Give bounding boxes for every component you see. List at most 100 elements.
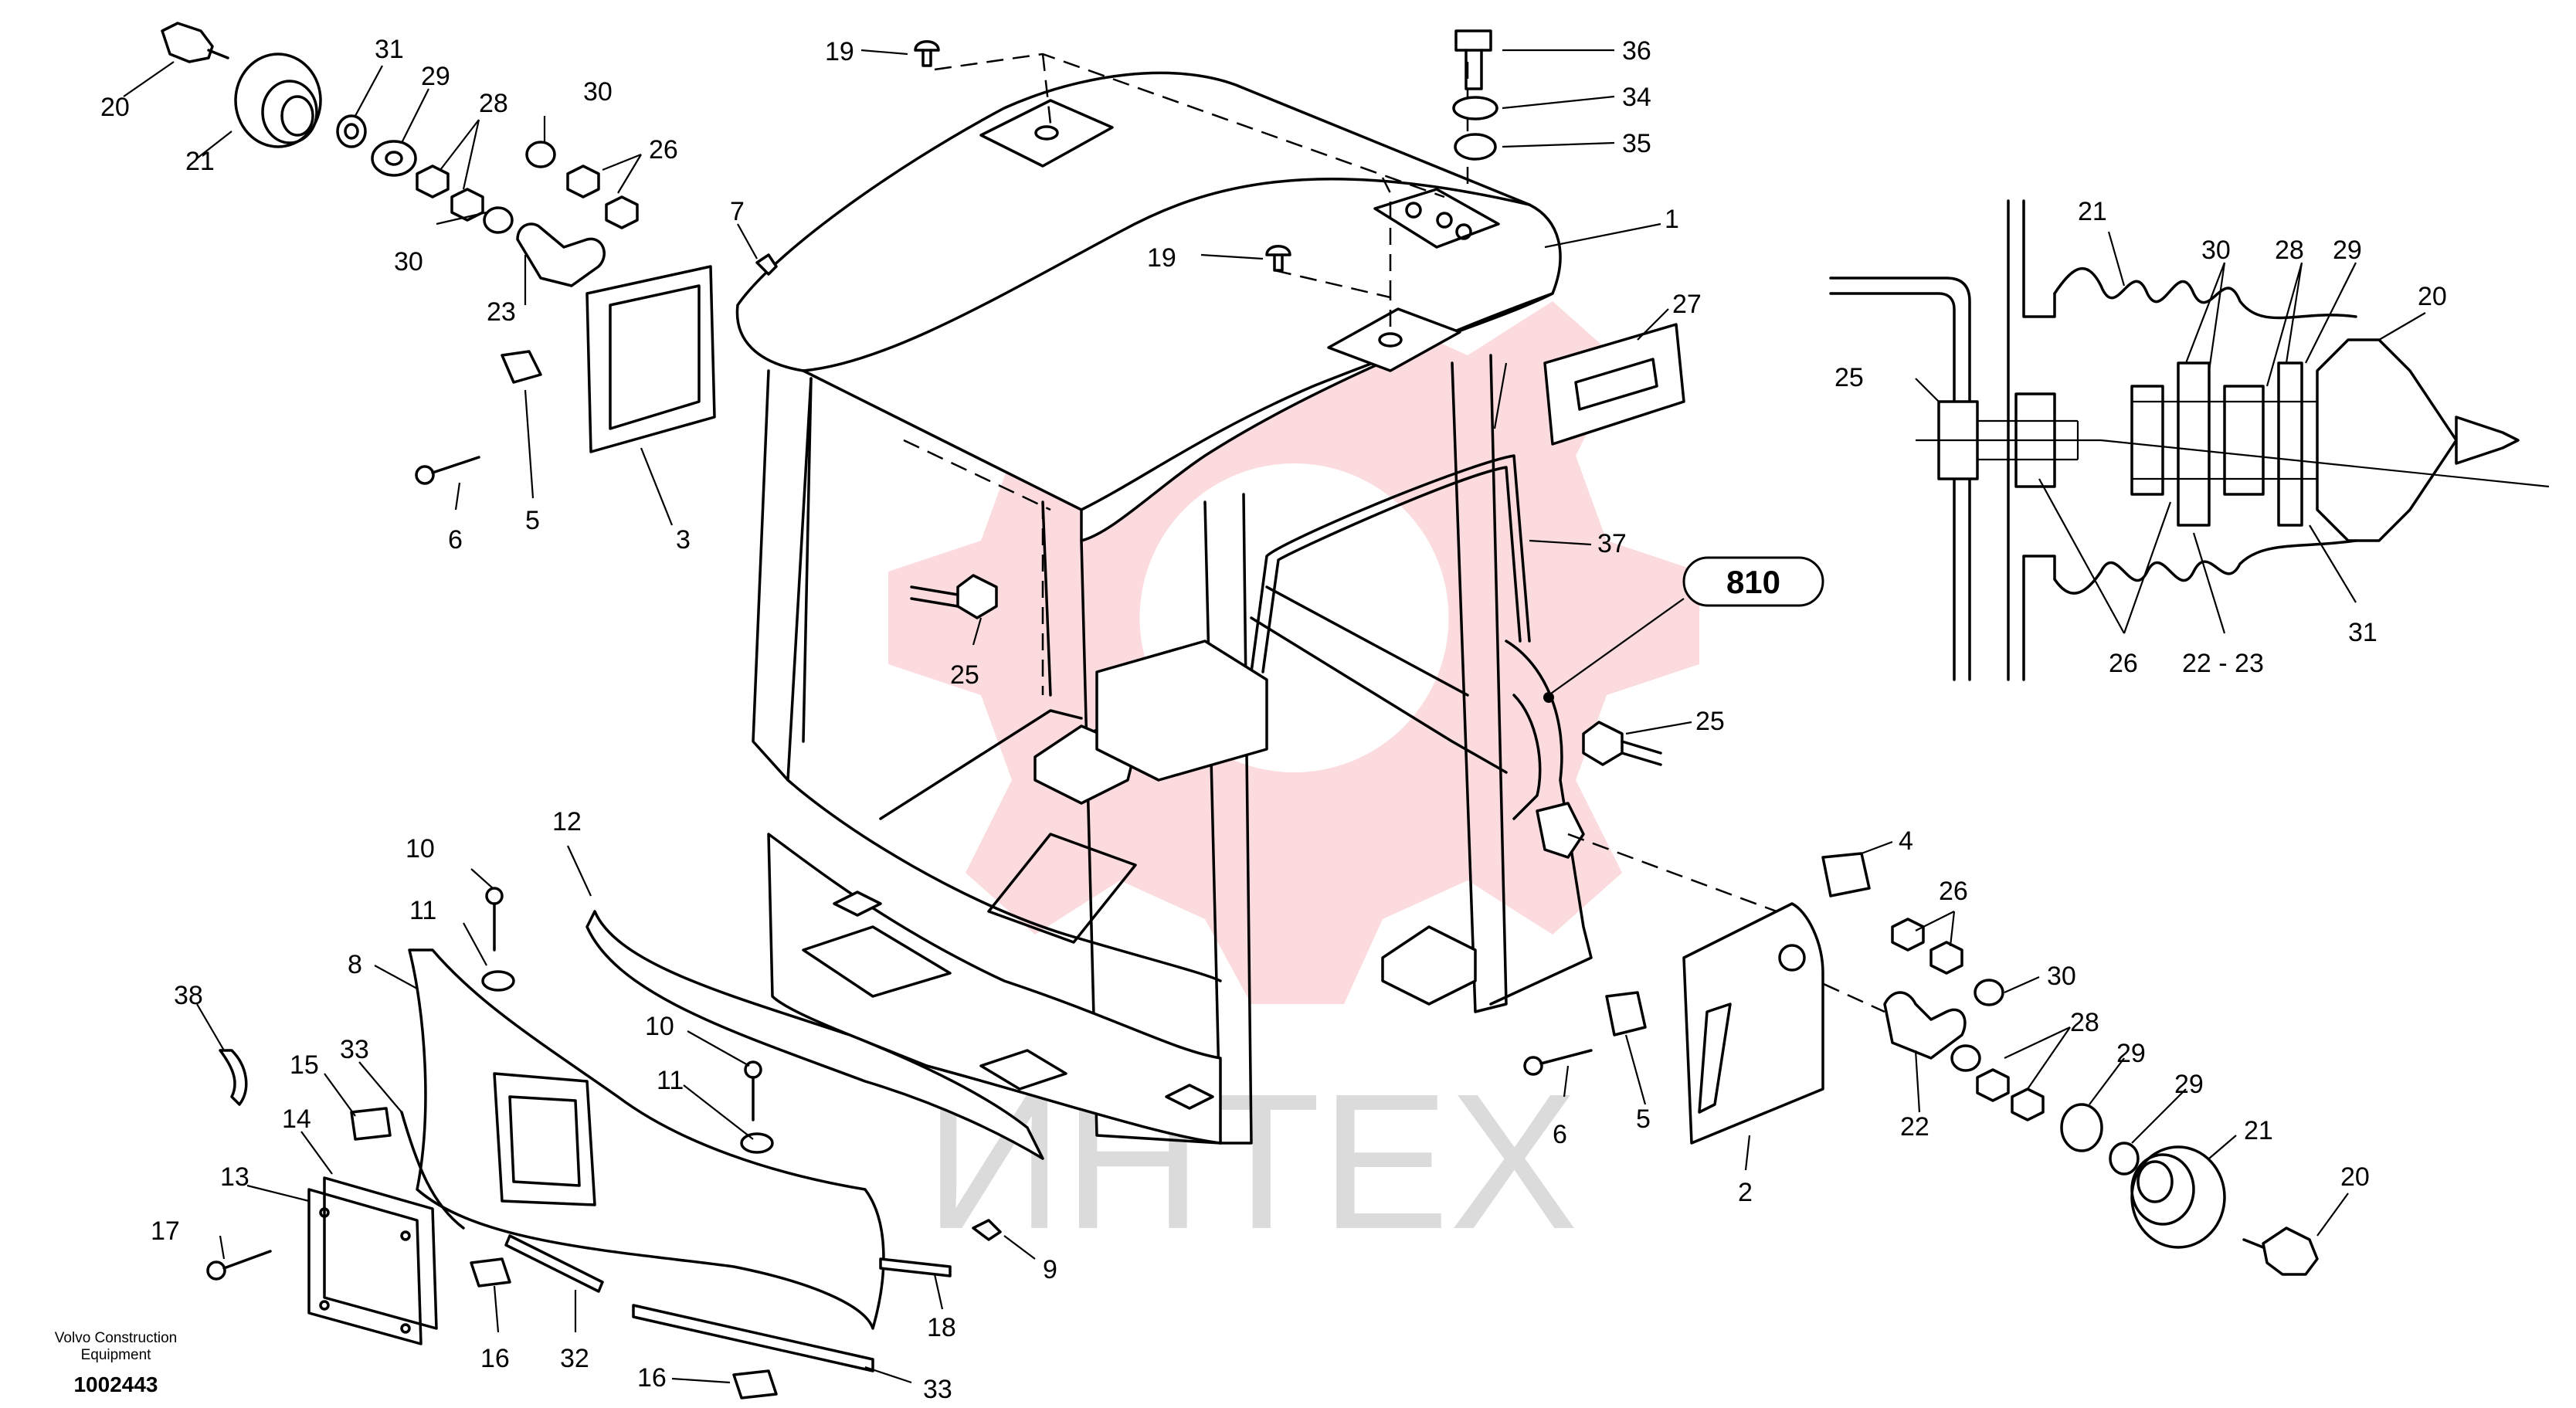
callout-15: 15 [290, 1050, 319, 1080]
callout-28: 28 [2070, 1008, 2099, 1037]
callout-22: 22 [1900, 1112, 1929, 1142]
clip-4 [1821, 852, 1871, 897]
floor-bolt-2 [1165, 1084, 1214, 1110]
callout-labels: 20 21 31 29 28 30 26 30 23 7 6 5 3 19 19… [100, 35, 2447, 1404]
cab-floor-plate [786, 779, 1222, 982]
clip-16-upper [470, 1257, 511, 1288]
callout-29: 29 [2116, 1039, 2146, 1068]
callout-20: 20 [100, 93, 130, 122]
washer-34 [1452, 96, 1498, 120]
washer-30-left-b [525, 141, 556, 168]
callout-21: 21 [2078, 197, 2107, 226]
maker-line-1: Volvo Construction [55, 1330, 177, 1346]
nut-26-left-b [605, 195, 639, 229]
callout-6: 6 [1553, 1120, 1567, 1149]
hinge-bracket [1536, 802, 1585, 859]
screw-17 [206, 1250, 272, 1281]
cab-cross-beam [879, 709, 1083, 820]
door-seal-37-inner [1261, 466, 1522, 673]
callout-29: 29 [2333, 236, 2362, 265]
panel-8 [408, 948, 885, 1330]
callout-27: 27 [1672, 290, 1702, 319]
callout-21: 21 [2244, 1116, 2273, 1145]
washer-11-lower [740, 1132, 774, 1154]
callout-11: 11 [657, 1066, 684, 1095]
roof-pad-front-hole [1378, 332, 1403, 348]
callout-31: 31 [375, 35, 404, 64]
callout-20: 20 [2340, 1162, 2370, 1192]
callout-19: 19 [1147, 243, 1176, 273]
roof-plate-hole-3 [1455, 223, 1472, 240]
callout-5: 5 [525, 506, 540, 535]
callout-17: 17 [151, 1216, 180, 1246]
washer-29-right-a [2060, 1103, 2103, 1152]
callout-29: 29 [421, 62, 450, 91]
washer-30-right-b [1950, 1044, 1981, 1072]
nut-28-left-b [450, 188, 484, 222]
nut-28-right-b [2011, 1087, 2045, 1121]
seal-33-bottom [632, 1304, 874, 1372]
callout-16: 16 [480, 1344, 510, 1373]
callout-9: 9 [1043, 1255, 1057, 1284]
callout-25: 25 [1695, 707, 1725, 736]
drawing-number: 1002443 [73, 1372, 158, 1396]
clip-9 [972, 1219, 1002, 1241]
floor-bolt-1 [833, 891, 882, 917]
footer-block: Volvo Construction Equipment 1002443 [55, 1330, 177, 1396]
callout-36: 36 [1622, 36, 1651, 66]
callout-18: 18 [927, 1313, 956, 1342]
callout-22-23: 22 - 23 [2182, 649, 2264, 678]
reference-810: 810 [1543, 556, 1824, 703]
bolt-25-center [910, 574, 998, 619]
rivet-19-mid [1265, 245, 1291, 256]
callout-35: 35 [1622, 129, 1651, 158]
callout-33: 33 [340, 1035, 369, 1064]
cab-rear-beam-2 [1265, 585, 1469, 697]
washer-29-right-b [2109, 1142, 2140, 1176]
cab-side-curve [1512, 694, 1542, 820]
roof-pad-rear-hole [1034, 125, 1059, 141]
clip-15 [350, 1107, 392, 1141]
strip-18 [879, 1257, 952, 1277]
bolt-36 [1454, 29, 1492, 90]
callout-14: 14 [282, 1104, 311, 1134]
plate-2 [1682, 902, 1824, 1145]
roof-plate-hole-1 [1405, 202, 1422, 219]
washer-35 [1454, 133, 1497, 161]
pillar-rear-left [752, 369, 813, 782]
callout-7: 7 [730, 197, 745, 226]
callout-30: 30 [2047, 962, 2076, 991]
callout-3: 3 [676, 525, 691, 555]
callout-11: 11 [409, 896, 436, 925]
callout-28: 28 [2275, 236, 2304, 265]
parts-lower-right [1523, 852, 2319, 1276]
callout-10: 10 [645, 1012, 674, 1041]
callout-30: 30 [394, 247, 423, 277]
nut-26-right-a [1891, 918, 1925, 952]
washer-30-left-a [483, 206, 514, 234]
cab-side-wall-right [1489, 640, 1593, 1006]
inset-washer-30 [2130, 385, 2164, 496]
callout-20: 20 [2418, 282, 2447, 311]
assembly-lines [903, 53, 1885, 1013]
cab-frame-assembly [735, 71, 1593, 1145]
roof-pad-rear [979, 99, 1114, 168]
callout-10: 10 [406, 834, 435, 863]
callout-34: 34 [1622, 83, 1651, 112]
door-seal-37 [1250, 454, 1531, 673]
cab-roof-rim [1080, 292, 1554, 511]
parts-lower-left [206, 887, 1044, 1400]
roof-pad-front [1327, 307, 1461, 372]
cab-floor-recess [802, 925, 952, 998]
panel-8-window [493, 1072, 596, 1206]
roof-plate-hole-2 [1436, 212, 1453, 229]
nut-28-left-a [416, 165, 450, 198]
callout-28: 28 [479, 89, 508, 118]
callout-6: 6 [448, 525, 463, 555]
clip-5-left [501, 350, 542, 384]
callout-4: 4 [1899, 826, 1913, 856]
pillar-rear-left-inner [802, 377, 813, 743]
mount-block-center [1095, 640, 1268, 782]
inset-mount-20-tip [2455, 416, 2520, 465]
